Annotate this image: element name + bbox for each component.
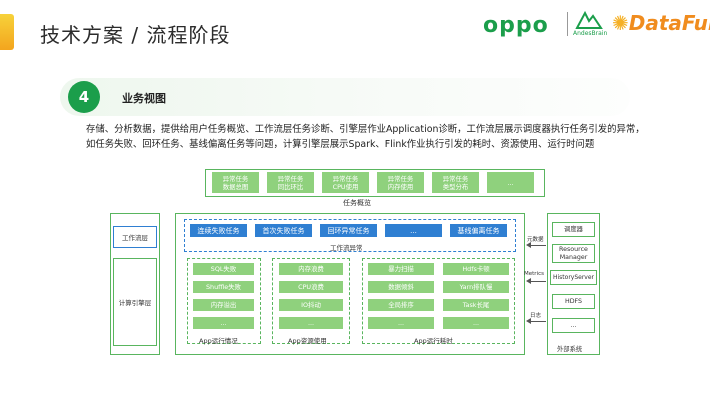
exception-loop-task: 回环异常任务 [320, 224, 377, 237]
app-status-sql-fail: SQL失败 [193, 263, 254, 275]
oppo-logo: oppo [483, 13, 549, 38]
page-title: 技术方案 / 流程阶段 [40, 23, 231, 47]
workflow-layer-label: 工作流层 [113, 226, 157, 248]
overview-label: 任务概览 [343, 199, 371, 207]
external-history-server: HistoryServer [550, 270, 597, 285]
engine-layer-label: 计算引擎层 [113, 258, 157, 346]
external-systems-label: 外部系统 [557, 346, 583, 353]
app-time-hdfs-stall: Hdfs卡顿 [443, 263, 509, 275]
arrow-log-label: 日志 [530, 313, 542, 319]
arrow-metrics [530, 281, 546, 282]
app-time-brute-scan: 暴力扫描 [368, 263, 434, 275]
arrow-log-head [526, 318, 531, 324]
app-time-label: App运行耗时 [414, 337, 453, 345]
app-resource-group [272, 258, 350, 344]
datafun-spark-icon: ✺ [612, 11, 629, 35]
logo-separator [567, 12, 568, 36]
title-accent-bar [0, 14, 14, 50]
app-status-shuffle-fail: Shuffle失败 [193, 281, 254, 293]
app-time-yarn-queue: Yarn排队慢 [443, 281, 509, 293]
overview-item-more: ... [487, 172, 534, 193]
arrow-metadata-label: 元数据 [527, 237, 544, 243]
workflow-exception-group [184, 219, 516, 252]
section-number-badge: 4 [68, 81, 100, 113]
exception-continuous-fail: 连续失败任务 [190, 224, 247, 237]
andesbrain-mountain-icon [575, 10, 603, 29]
datafun-logo: ✺DataFun. [612, 11, 710, 35]
overview-item-memory: 异常任务内存使用 [377, 172, 424, 193]
app-time-data-skew: 数据倾斜 [368, 281, 434, 293]
external-scheduler: 调度器 [552, 222, 595, 237]
overview-item-yoy: 异常任务同比环比 [267, 172, 314, 193]
app-time-global-sort: 全局排序 [368, 299, 434, 311]
external-more: ... [552, 318, 595, 333]
arrow-metadata-head [526, 242, 531, 248]
app-resource-memory-waste: 内存浪费 [279, 263, 343, 275]
external-hdfs: HDFS [552, 294, 595, 309]
section-title: 业务视图 [122, 92, 166, 105]
app-status-label: App运行情况 [199, 337, 238, 345]
arrow-metadata [530, 245, 546, 246]
arrow-log [530, 321, 546, 322]
app-status-group [187, 258, 261, 344]
overview-item-data-chart: 异常任务数据总图 [212, 172, 259, 193]
exception-more: ... [385, 224, 442, 237]
app-resource-label: App资源使用 [288, 337, 327, 345]
app-time-task-long-tail: Task长尾 [443, 299, 509, 311]
app-time-group [362, 258, 515, 344]
description-line-1: 存储、分析数据，提供给用户任务概览、工作流层任务诊断、引擎层作业Applicat… [86, 124, 645, 135]
app-status-more: ... [193, 317, 254, 329]
exception-first-fail: 首次失败任务 [255, 224, 312, 237]
arrow-metrics-label: Metrics [524, 271, 544, 277]
app-time-col1-more: ... [368, 317, 434, 329]
app-resource-cpu-waste: CPU浪费 [279, 281, 343, 293]
section-heading-pill [60, 78, 630, 116]
arrow-metrics-head [526, 278, 531, 284]
app-resource-more: ... [279, 317, 343, 329]
description-line-2: 如任务失败、回环任务、基线偏离任务等问题，计算引擎层展示Spark、Flink作… [86, 139, 595, 150]
exception-baseline-deviation: 基线偏离任务 [450, 224, 507, 237]
app-status-oom: 内存溢出 [193, 299, 254, 311]
andesbrain-logo: AndesBrain [573, 10, 609, 38]
app-time-col2-more: ... [443, 317, 509, 329]
workflow-exception-label: 工作流异常 [330, 244, 363, 252]
overview-item-type: 异常任务类型分布 [432, 172, 479, 193]
app-resource-io-jitter: IO抖动 [279, 299, 343, 311]
